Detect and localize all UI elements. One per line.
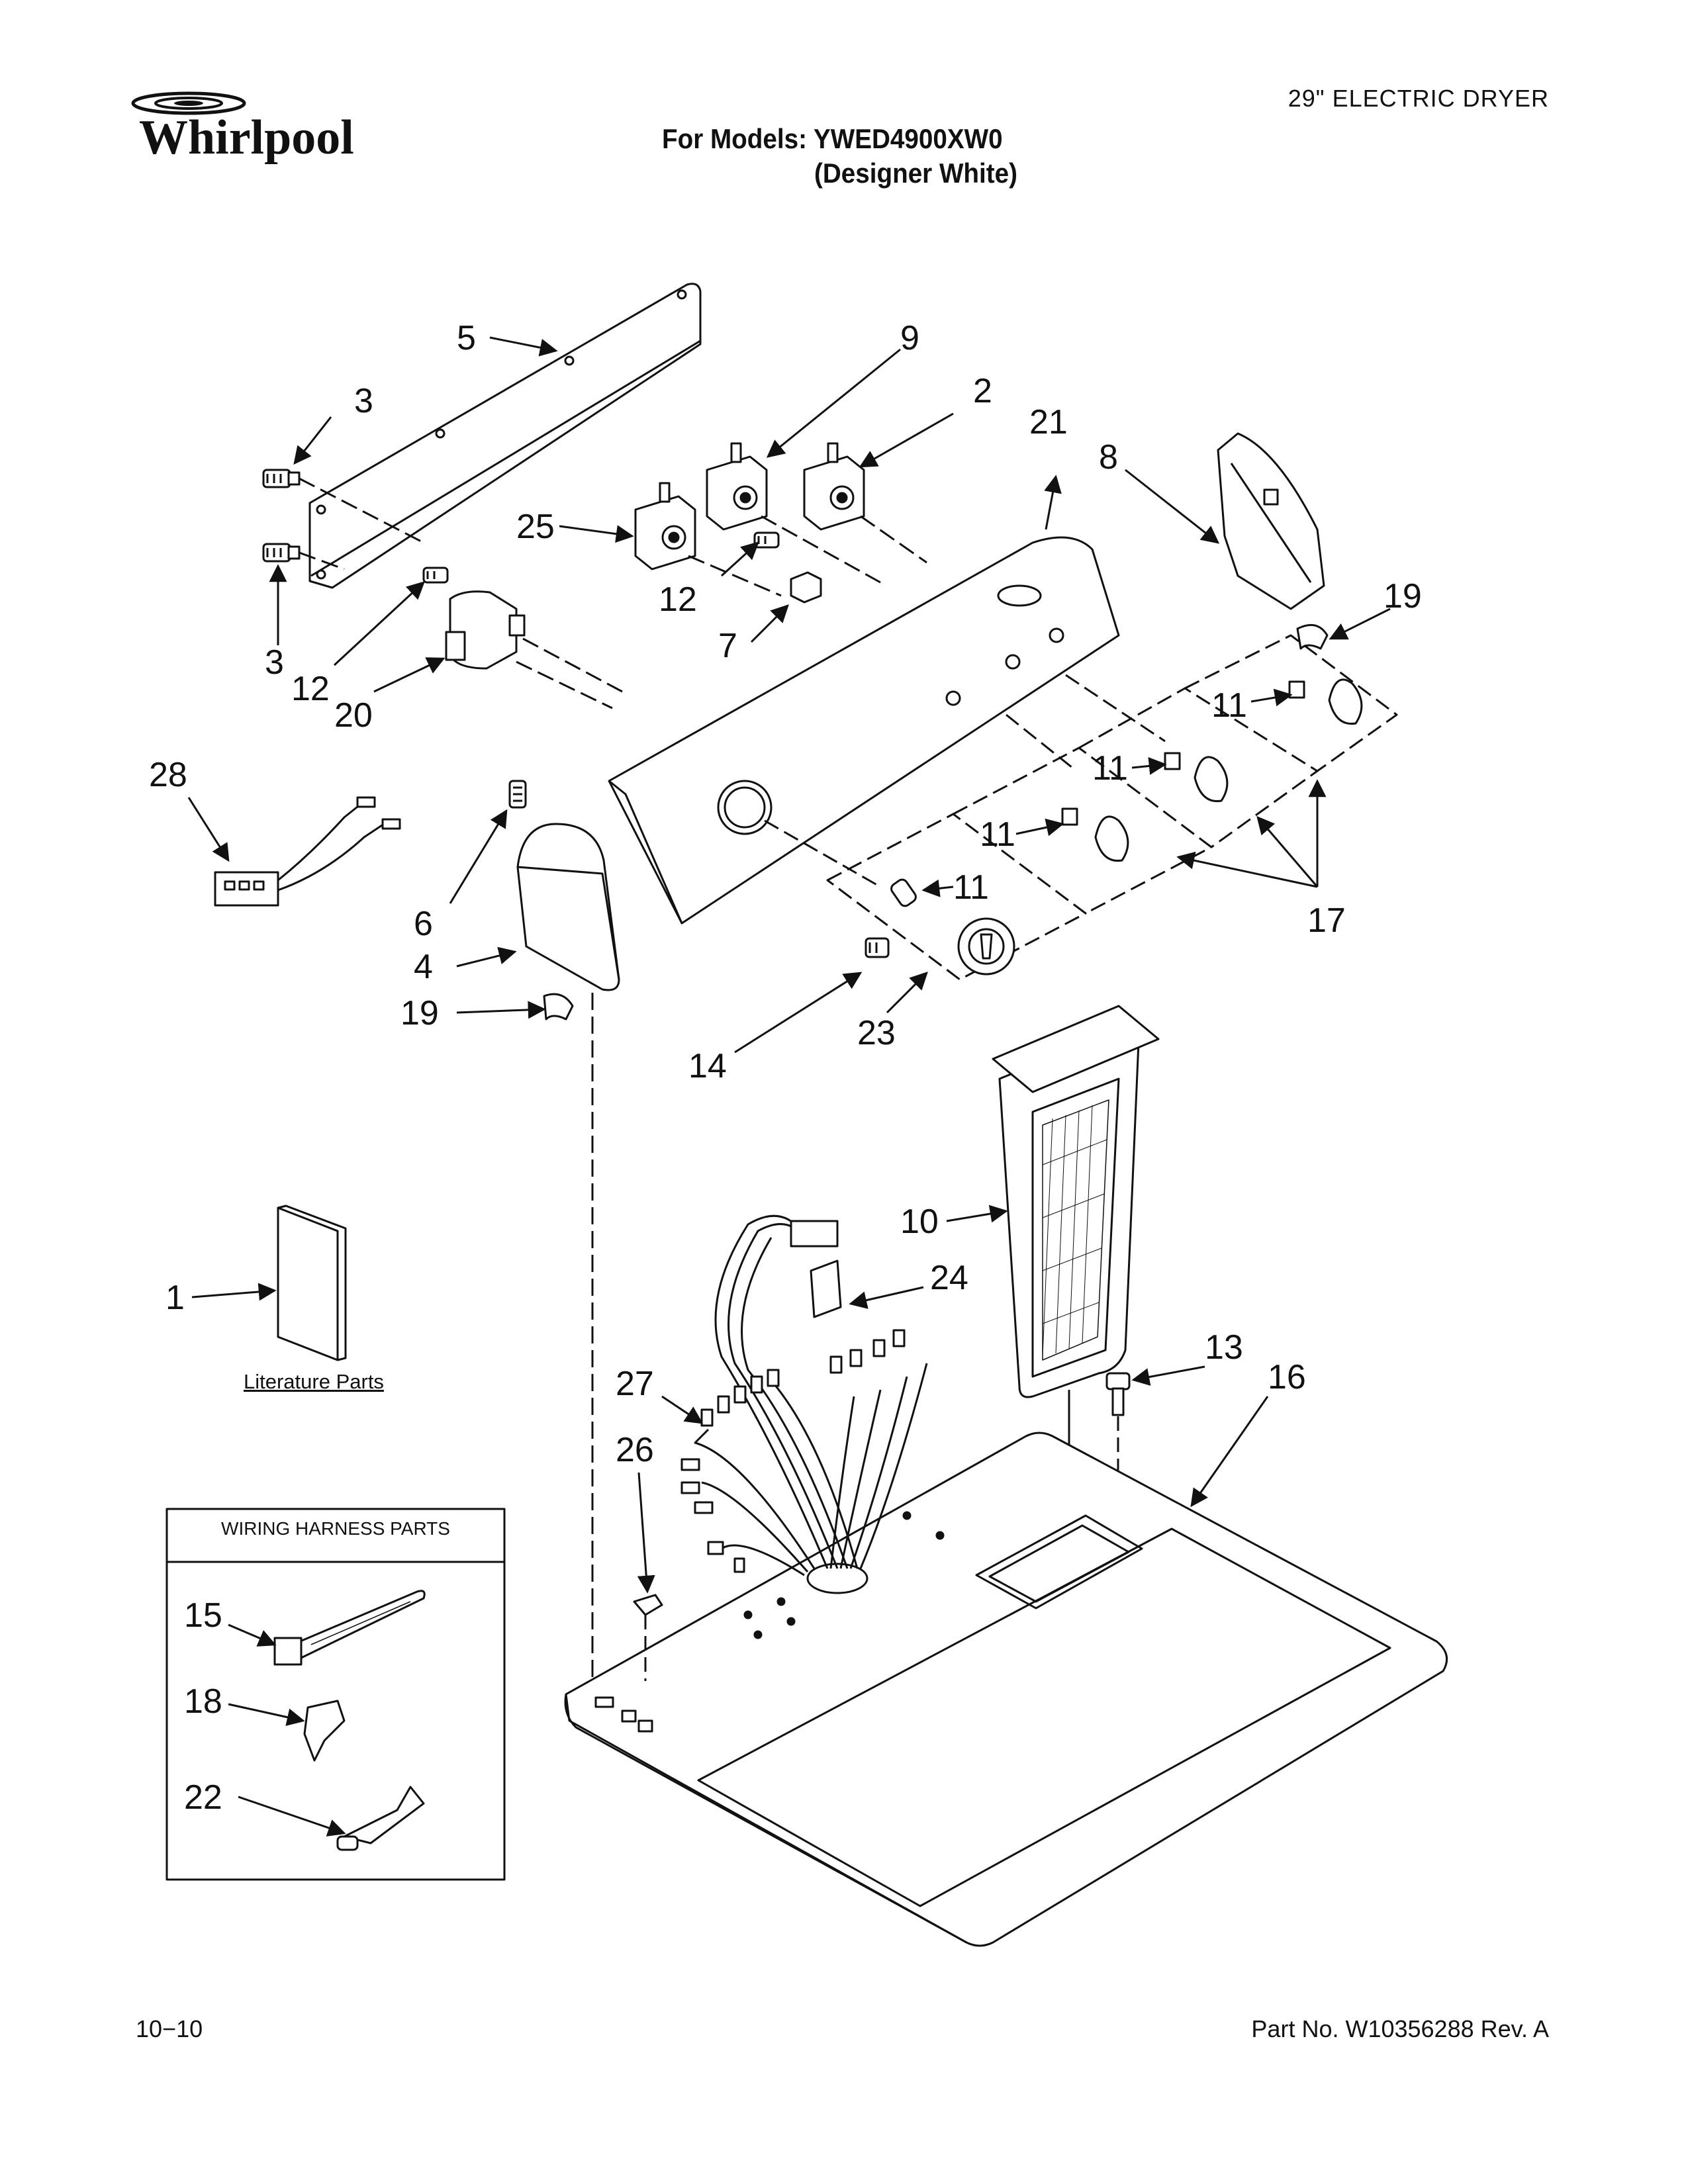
- callout-8: 8: [1099, 438, 1118, 477]
- part-3-screw-bottom: [262, 543, 301, 563]
- callout-27: 27: [616, 1365, 654, 1403]
- leader-lines: [187, 336, 1391, 1837]
- part-2-switch: [803, 442, 865, 531]
- part-23-knob: [957, 917, 1015, 976]
- literature-label: Literature Parts: [244, 1370, 384, 1393]
- product-type: 29" ELECTRIC DRYER: [1288, 85, 1549, 112]
- part-26-clip: [633, 1594, 663, 1681]
- callout-3-bottom: 3: [265, 643, 284, 682]
- callout-17: 17: [1307, 901, 1346, 940]
- callout-28: 28: [149, 756, 187, 794]
- callout-4: 4: [414, 948, 433, 986]
- part-22-terminal: [336, 1786, 425, 1851]
- callout-23: 23: [857, 1014, 896, 1052]
- part-17-knob-c: [1328, 678, 1363, 725]
- part-14-screw: [865, 937, 890, 958]
- part-3-screw-top: [262, 469, 301, 488]
- callout-25: 25: [516, 508, 555, 546]
- callout-2: 2: [973, 372, 992, 410]
- callout-7: 7: [718, 627, 737, 665]
- part-19-clip-upper: [1296, 623, 1329, 650]
- part-12-screw-upper: [753, 531, 780, 549]
- callout-18: 18: [184, 1682, 222, 1721]
- wiring-box-title: WIRING HARNESS PARTS: [221, 1518, 450, 1539]
- callout-19-lower: 19: [400, 994, 439, 1032]
- callout-12-left: 12: [291, 670, 330, 708]
- callout-6: 6: [414, 905, 433, 943]
- callout-24: 24: [930, 1259, 968, 1297]
- part-28-harness: [214, 796, 401, 907]
- part-13-screw: [1105, 1372, 1131, 1489]
- part-27-wire-harness: [680, 1214, 928, 1576]
- part-6-screw: [508, 780, 527, 809]
- part-25-switch: [634, 482, 696, 570]
- callout-11-b: 11: [980, 815, 1015, 854]
- part-18-clip: [303, 1700, 346, 1762]
- date-code: 10−10: [136, 2015, 203, 2042]
- part-1-literature: [277, 1205, 347, 1361]
- callout-13: 13: [1205, 1328, 1243, 1367]
- models-line: For Models: YWED4900XW0: [662, 123, 1003, 154]
- part-8-bracket: [1217, 432, 1325, 610]
- part-17-knob-b: [1194, 756, 1229, 803]
- svg-text:Whirlpool: Whirlpool: [139, 111, 354, 165]
- callout-12-right: 12: [659, 580, 697, 619]
- callout-19-upper: 19: [1383, 577, 1422, 615]
- knob-dashed-groups: [764, 634, 1398, 981]
- part-15-cable-tie: [273, 1590, 426, 1666]
- part-17-knob-a: [1094, 815, 1129, 862]
- part-19-clip-lower: [543, 993, 574, 1021]
- callout-3-top: 3: [354, 382, 373, 420]
- part-21-console: [608, 536, 1120, 925]
- part-12-screw-lower: [422, 567, 449, 584]
- callout-26: 26: [616, 1431, 654, 1469]
- part-20-timer: [445, 590, 623, 709]
- part-4-end-cap: [516, 823, 620, 991]
- callout-14: 14: [688, 1047, 727, 1085]
- callout-1: 1: [165, 1279, 185, 1317]
- callout-11-c: 11: [1092, 749, 1128, 788]
- callout-16: 16: [1268, 1358, 1306, 1396]
- callout-10: 10: [900, 1203, 939, 1241]
- part-9-switch: [706, 442, 768, 531]
- wiring-harness-box: [165, 1508, 506, 1881]
- part-10-lint-screen: [992, 1005, 1160, 1476]
- part-5-back-bracket: [308, 283, 702, 589]
- part-number: Part No. W10356288 Rev. A: [1251, 2015, 1549, 2042]
- part-7-clip: [790, 571, 822, 604]
- variant-line: (Designer White): [814, 158, 1017, 189]
- callout-21: 21: [1029, 403, 1068, 441]
- part-16-top-panel: [564, 1432, 1448, 1947]
- callout-11-a: 11: [953, 868, 989, 907]
- callout-11-d: 11: [1211, 686, 1247, 725]
- callout-9: 9: [900, 319, 919, 357]
- callout-22: 22: [184, 1778, 222, 1817]
- callout-5: 5: [457, 319, 476, 357]
- callout-20: 20: [334, 696, 373, 735]
- callout-15: 15: [184, 1596, 222, 1635]
- whirlpool-logo: Whirlpool: [131, 91, 354, 165]
